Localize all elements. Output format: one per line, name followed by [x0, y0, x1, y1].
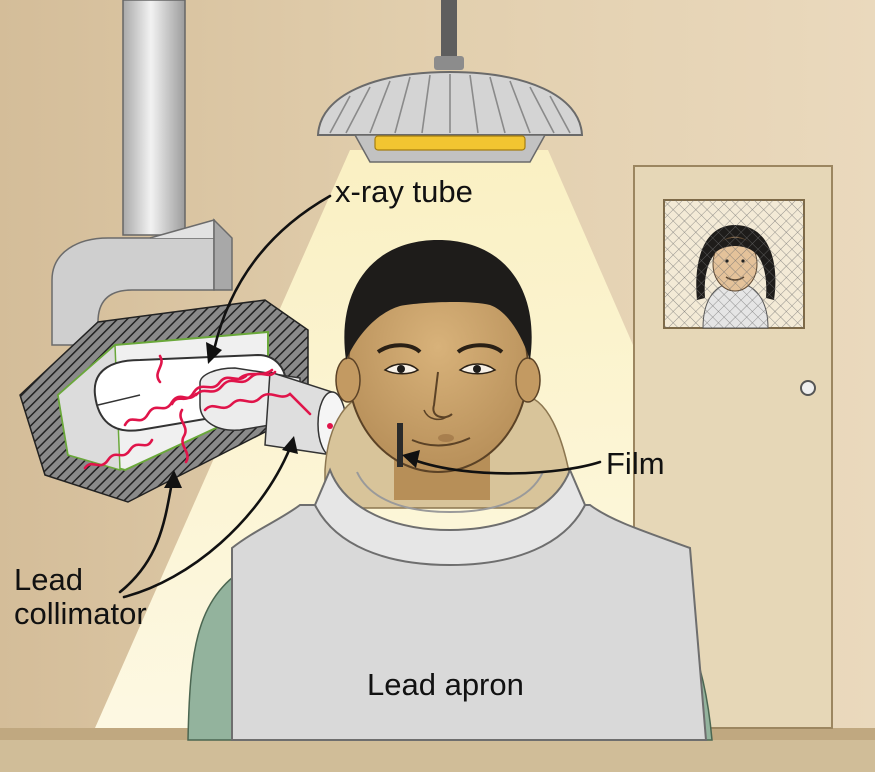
door-knob: [800, 380, 816, 396]
film-label: Film: [606, 446, 665, 481]
lamp-bulb: [374, 135, 526, 151]
lead-collimator-label: Lead collimator: [14, 562, 147, 632]
xray-tube-label: x-ray tube: [335, 174, 473, 209]
collimator-arrow-1: [118, 480, 174, 594]
xray-tube-arrow: [212, 194, 332, 352]
lead-apron: [231, 467, 708, 741]
hair: [344, 240, 532, 360]
collimator-arrow-2: [122, 446, 292, 599]
lead-collimator-label-line1: Lead: [14, 562, 83, 597]
xray-arm: [51, 0, 233, 346]
pointer-arrows: [118, 194, 602, 599]
film-arrow: [412, 458, 602, 475]
lead-apron-label: Lead apron: [367, 667, 524, 702]
film: [397, 423, 403, 467]
lead-collimator-label-line2: collimator: [14, 596, 147, 632]
xray-tube-housing: [19, 299, 309, 503]
ceiling-lamp: [316, 0, 584, 163]
xray-waves: [83, 354, 312, 470]
